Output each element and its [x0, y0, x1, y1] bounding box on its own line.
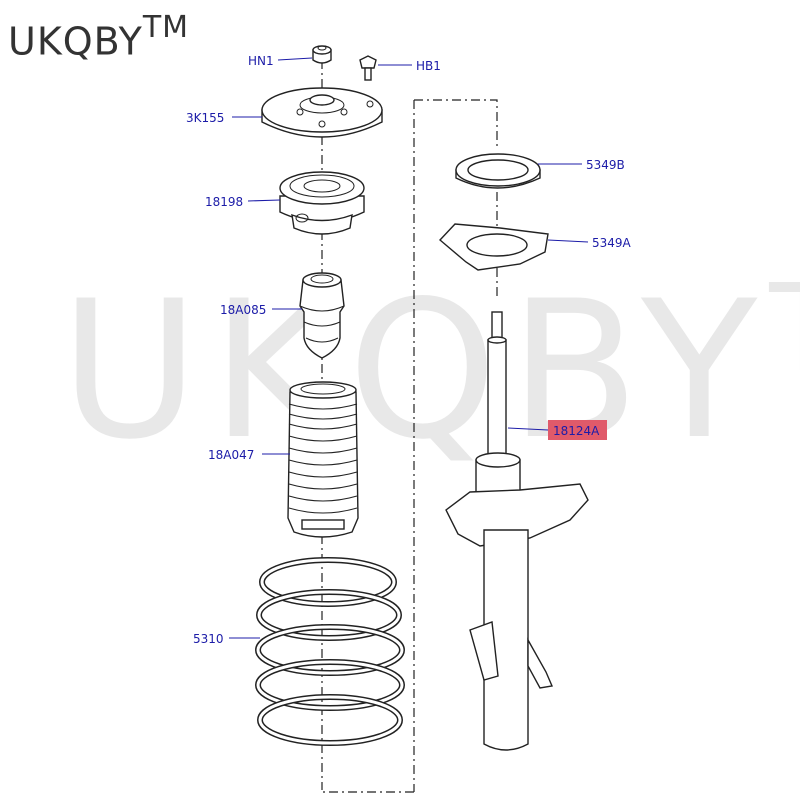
spring-isolator-5349a	[438, 223, 549, 271]
bump-stop-18a085	[299, 272, 345, 359]
spring-seat-ring-5349b	[455, 153, 541, 189]
bracket-top	[414, 99, 498, 150]
mount-plate-3k155	[261, 87, 383, 138]
leader-18124a	[507, 427, 549, 431]
leader-hn1	[277, 57, 313, 61]
label-18a047: 18A047	[208, 448, 254, 462]
dust-boot-18a047	[287, 381, 359, 538]
nut-hn1	[312, 45, 332, 64]
label-18198: 18198	[205, 195, 243, 209]
label-18124a: 18124A	[553, 424, 600, 438]
label-3k155: 3K155	[186, 111, 224, 125]
coil-spring-5310	[255, 557, 405, 746]
label-hn1: HN1	[248, 54, 274, 68]
highlight-18124a	[548, 420, 607, 440]
strut-18124a	[445, 311, 589, 751]
brand-logo: UKQBYTM	[8, 10, 190, 64]
bolt-hb1	[359, 55, 377, 81]
label-5349b: 5349B	[586, 158, 625, 172]
label-5310: 5310	[193, 632, 224, 646]
label-18a085: 18A085	[220, 303, 266, 317]
leader-18198	[247, 199, 281, 202]
label-5349a: 5349A	[592, 236, 632, 250]
top-mount-18198	[279, 171, 365, 235]
label-hb1: HB1	[416, 59, 441, 73]
leader-5349a	[547, 239, 589, 243]
